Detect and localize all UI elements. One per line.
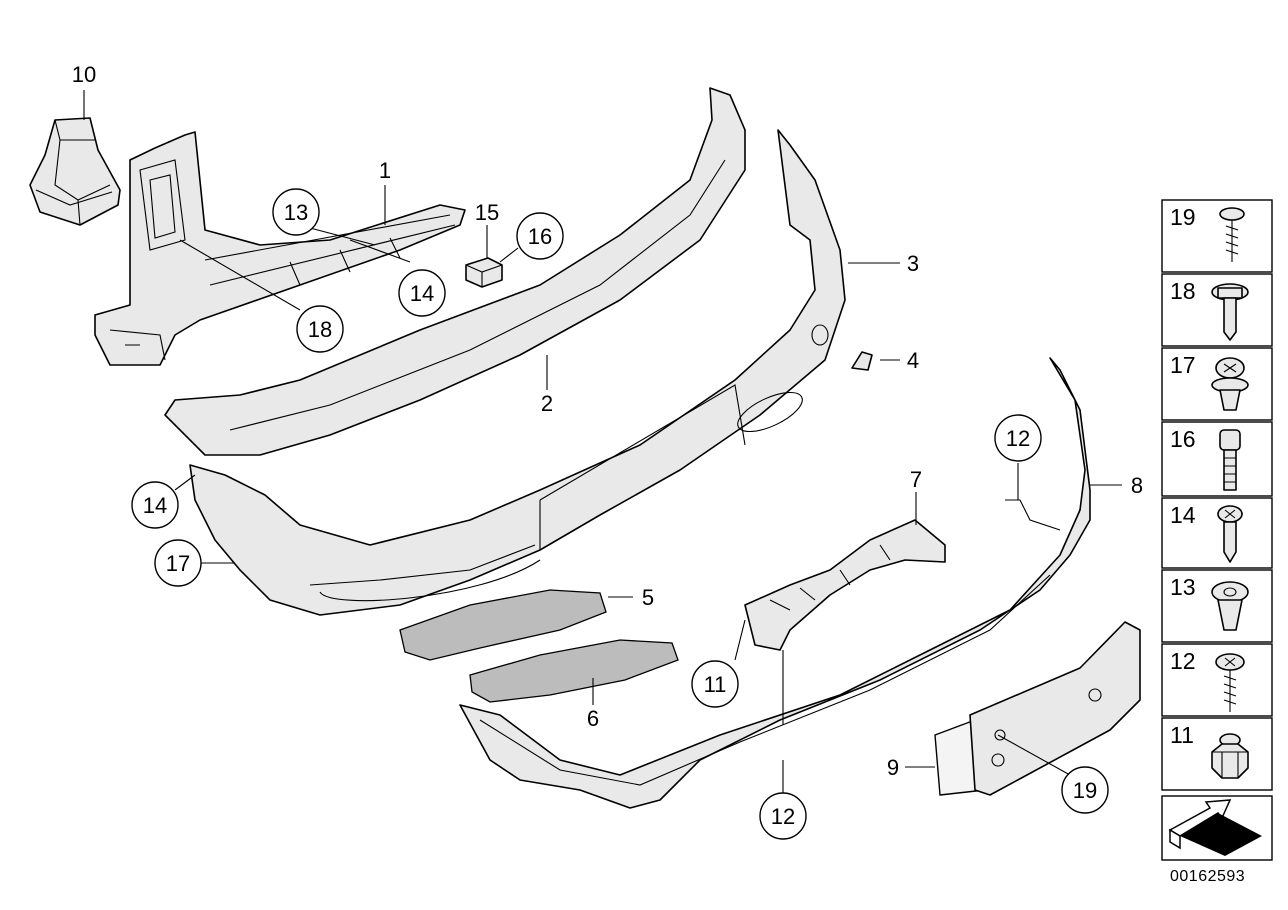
legend-label-12: 12 (1170, 648, 1196, 674)
legend-item-19: 19 (1161, 199, 1273, 273)
part-6-grille (469, 639, 679, 703)
callout-9-label: 9 (887, 755, 899, 780)
legend-item-16: 16 (1161, 421, 1273, 497)
callout-7-label: 7 (910, 467, 922, 492)
part-8-valance (459, 357, 1091, 809)
legend-item-12: 12 (1161, 643, 1273, 717)
part-10-housing (29, 117, 121, 226)
legend-label-16: 16 (1170, 426, 1196, 452)
callout-13-label: 13 (284, 200, 308, 225)
callout-19: 19 (1061, 766, 1109, 814)
callout-15-label: 15 (475, 200, 499, 225)
callout-2-label: 2 (541, 391, 553, 416)
callout-13: 13 (272, 188, 320, 236)
callout-10-label: 10 (72, 62, 96, 87)
part-3-bumper-shell (189, 129, 846, 616)
callout-12-label: 12 (1006, 426, 1030, 451)
legend-label-18: 18 (1170, 278, 1196, 304)
legend-label-19: 19 (1170, 204, 1196, 230)
legend-label-17: 17 (1170, 352, 1196, 378)
callout-16: 16 (516, 212, 564, 260)
callout-12-bottom: 12 (759, 792, 807, 840)
legend-item-13: 13 (1161, 569, 1273, 643)
part-15-block (465, 257, 503, 288)
socket-head-bolt-icon (1219, 429, 1241, 491)
callout-12-right: 12 (994, 414, 1042, 462)
callout-1-label: 1 (379, 158, 391, 183)
callout-17-label: 17 (166, 551, 190, 576)
legend-item-11: 11 (1161, 717, 1273, 791)
callout-5-label: 5 (642, 585, 654, 610)
legend-orientation-box (1161, 795, 1273, 861)
hex-nut-icon (1211, 733, 1249, 779)
callout-3-label: 3 (907, 251, 919, 276)
callout-19-label: 19 (1073, 778, 1097, 803)
part-7-bracket (744, 519, 946, 651)
callout-17: 17 (154, 539, 202, 587)
part-1-carrier (94, 131, 466, 366)
legend-item-14: 14 (1161, 497, 1273, 569)
callout-14-label: 14 (410, 281, 434, 306)
washer-screw-icon (1215, 653, 1245, 712)
collar-screw-icon (1211, 283, 1249, 341)
part-5-grille (399, 589, 607, 661)
callout-18: 18 (296, 305, 344, 353)
callout-4-label: 4 (907, 348, 919, 373)
callout-6-label: 6 (587, 706, 599, 731)
callout-12-label: 12 (771, 804, 795, 829)
legend-item-18: 18 (1161, 273, 1273, 347)
clip-nut-icon (1211, 581, 1249, 631)
callout-11: 11 (691, 660, 739, 708)
callout-11-label: 11 (704, 672, 727, 697)
screw-icon (1219, 207, 1245, 262)
legend-item-17: 17 (1161, 347, 1273, 421)
orientation-arrow-icon (1168, 799, 1262, 856)
part-4-clip (851, 351, 873, 371)
part-9-plate-bracket (934, 621, 1141, 796)
fastener-legend: 19 18 17 (1161, 199, 1273, 861)
tapping-screw-icon (1217, 505, 1243, 563)
leader-lines (83, 90, 1122, 795)
legend-label-14: 14 (1170, 502, 1196, 528)
legend-label-11: 11 (1170, 722, 1194, 748)
callout-16-label: 16 (528, 224, 552, 249)
callout-18-label: 18 (308, 317, 332, 342)
callout-14-label: 14 (143, 493, 167, 518)
expanding-rivet-icon (1211, 357, 1249, 411)
document-id: 00162593 (1170, 868, 1246, 885)
part-2-bumper-cover (164, 87, 746, 456)
callout-14-top: 14 (398, 269, 446, 317)
callout-8-label: 8 (1131, 473, 1143, 498)
legend-label-13: 13 (1170, 574, 1196, 600)
callout-14-left: 14 (131, 481, 179, 529)
